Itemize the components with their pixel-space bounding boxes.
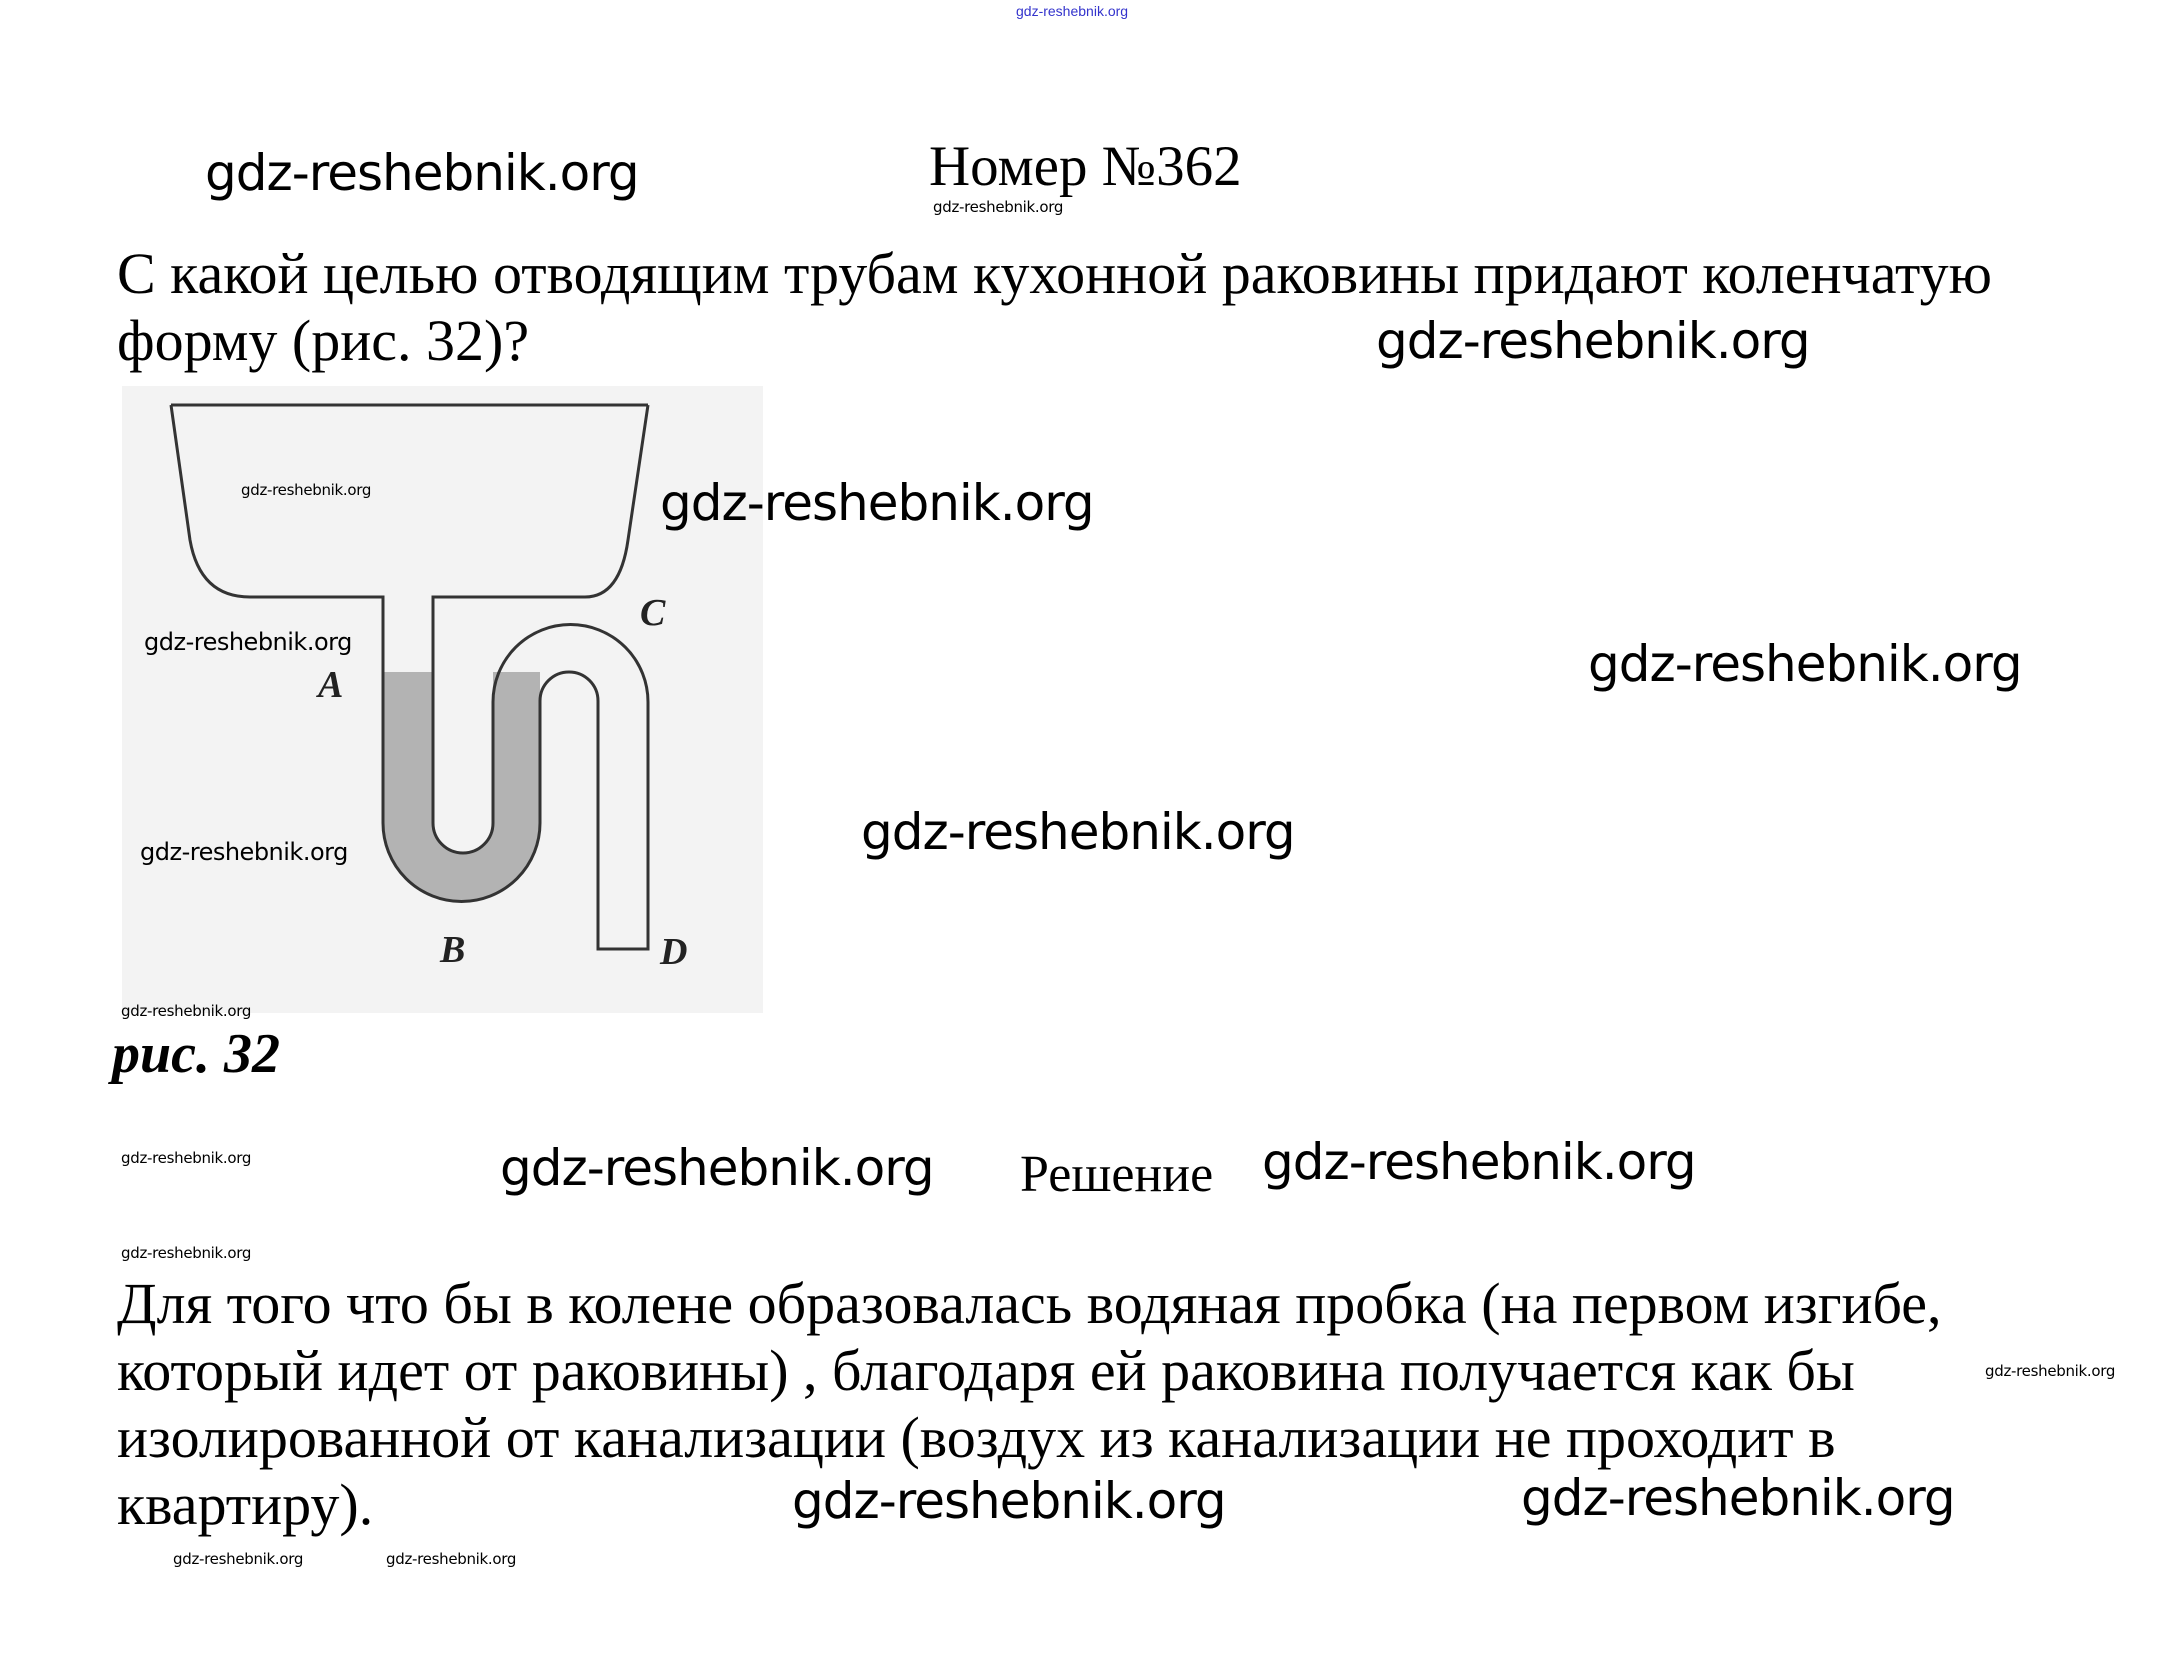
answer-line: который идет от раковины) , благодаря ей… bbox=[117, 1338, 1855, 1403]
label-d: D bbox=[659, 931, 687, 973]
watermark: gdz-reshebnik.org bbox=[121, 1244, 252, 1262]
figure-caption: рис. 32 bbox=[112, 1023, 280, 1085]
watermark: gdz-reshebnik.org bbox=[792, 1472, 1227, 1530]
header-watermark: gdz-reshebnik.org bbox=[1016, 3, 1129, 19]
question-line: С какой целью отводящим трубам кухонной … bbox=[117, 241, 1992, 306]
watermark: gdz-reshebnik.org bbox=[660, 474, 1095, 532]
figure-background bbox=[122, 386, 763, 1013]
answer-text: Для того что бы в колене образовалась во… bbox=[117, 1270, 1942, 1538]
watermark: gdz-reshebnik.org bbox=[205, 144, 640, 202]
answer-line: изолированной от канализации (воздух из … bbox=[117, 1405, 1836, 1470]
label-a: A bbox=[316, 664, 343, 706]
watermark: gdz-reshebnik.org bbox=[386, 1550, 517, 1568]
solution-heading: Решение bbox=[1020, 1146, 1214, 1203]
question-text: С какой целью отводящим трубам кухонной … bbox=[117, 240, 1992, 374]
watermark: gdz-reshebnik.org bbox=[1262, 1133, 1697, 1191]
water-plug bbox=[383, 672, 540, 902]
page-title: Номер №362 bbox=[929, 135, 1242, 198]
watermark: gdz-reshebnik.org bbox=[173, 1550, 304, 1568]
watermark: gdz-reshebnik.org bbox=[1985, 1362, 2116, 1380]
watermark: gdz-reshebnik.org bbox=[933, 198, 1064, 216]
answer-line: квартиру). bbox=[117, 1472, 374, 1537]
watermark: gdz-reshebnik.org bbox=[861, 803, 1296, 861]
watermark: gdz-reshebnik.org bbox=[1521, 1469, 1956, 1527]
sink-and-pipe-outline bbox=[169, 403, 650, 951]
watermark: gdz-reshebnik.org bbox=[121, 1002, 252, 1020]
label-b: B bbox=[439, 929, 465, 971]
question-line: форму (рис. 32)? bbox=[117, 308, 530, 373]
label-c: C bbox=[640, 592, 666, 634]
watermark: gdz-reshebnik.org bbox=[241, 481, 372, 499]
watermark: gdz-reshebnik.org bbox=[121, 1149, 252, 1167]
answer-line: Для того что бы в колене образовалась во… bbox=[117, 1271, 1942, 1336]
watermark: gdz-reshebnik.org bbox=[140, 838, 348, 866]
watermark: gdz-reshebnik.org bbox=[1588, 635, 2023, 693]
watermark: gdz-reshebnik.org bbox=[1376, 312, 1811, 370]
watermark: gdz-reshebnik.org bbox=[500, 1139, 935, 1197]
watermark: gdz-reshebnik.org bbox=[144, 628, 352, 656]
